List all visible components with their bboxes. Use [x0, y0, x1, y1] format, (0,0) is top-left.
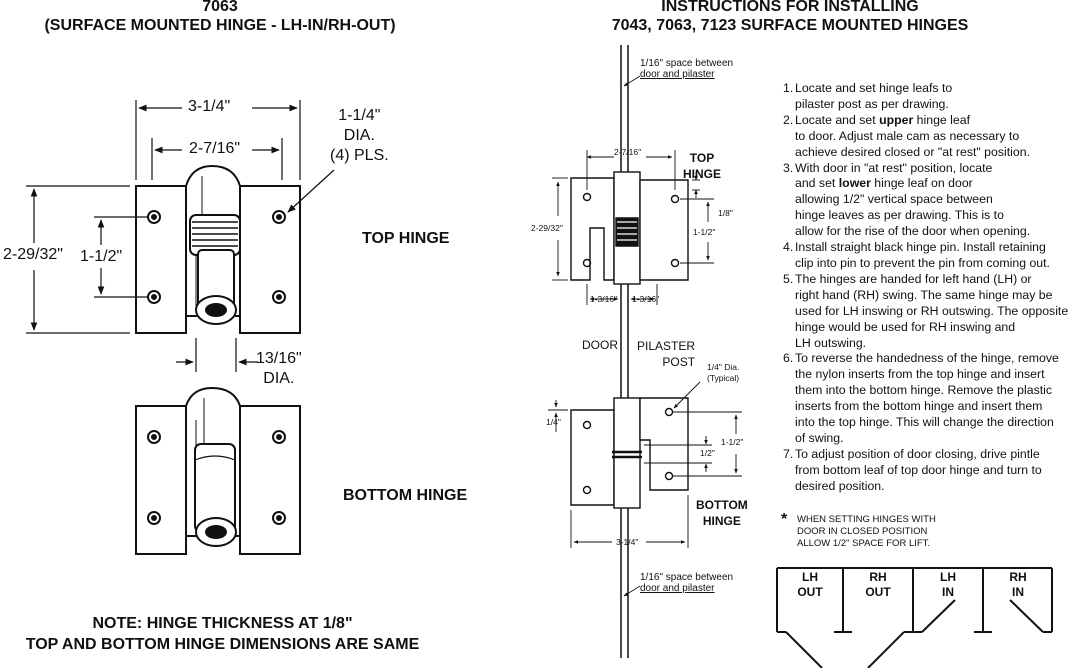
- right-title: INSTRUCTIONS FOR INSTALLING 7043, 7063, …: [560, 0, 1020, 35]
- center-top-label-1: TOP: [689, 151, 715, 165]
- dim-pin-dia-2: DIA.: [263, 370, 295, 387]
- gap-note-top-2: door and pilaster: [640, 69, 715, 80]
- pilaster-label-2: POST: [662, 355, 696, 369]
- pilaster-label-1: PILASTER: [637, 339, 696, 353]
- left-title: 7063 (SURFACE MOUNTED HINGE - LH-IN/RH-O…: [20, 0, 420, 35]
- center-top-hinge-label: TOP HINGE: [683, 150, 721, 182]
- right-title-line2: 7043, 7063, 7123 SURFACE MOUNTED HINGES: [611, 17, 969, 34]
- dim-1-4: 1/4": [546, 417, 561, 427]
- dim-pin-dia: 13/16" DIA.: [256, 349, 302, 389]
- dim-overall-width: 3-1/4": [188, 98, 231, 115]
- center-bottom-label-2: HINGE: [702, 514, 741, 528]
- instruction-step: 7.To adjust position of door closing, dr…: [783, 446, 1042, 493]
- center-top-label-2: HINGE: [683, 167, 722, 181]
- hole-dia-note: 1/4" Dia. (Typical): [707, 362, 739, 384]
- lift-note-star: *: [781, 511, 788, 528]
- instruction-step: 5.The hinges are handed for left hand (L…: [783, 271, 1069, 350]
- top-hinge-drawing: [135, 164, 301, 334]
- dim-1-3-16-a: 1-3/16": [590, 294, 618, 304]
- left-title-line2: (SURFACE MOUNTED HINGE - LH-IN/RH-OUT): [44, 17, 396, 34]
- thickness-note: NOTE: HINGE THICKNESS AT 1/8" TOP AND BO…: [0, 613, 445, 655]
- gap-note-bottom: 1/16" space between door and pilaster: [640, 572, 733, 594]
- door-label: DOOR: [582, 338, 618, 352]
- center-bottom-label-1: BOTTOM: [696, 498, 748, 512]
- dim-2-29-32: 2-29/32": [531, 223, 563, 233]
- dim-1-3-16-b: 1-3/16": [632, 294, 660, 304]
- dim-pin-dia-1: 13/16": [256, 350, 302, 367]
- dim-inner-width: 2-7/16": [189, 140, 241, 157]
- center-top-hinge: [570, 171, 689, 285]
- dim-hole-dia-1: 1-1/4": [338, 107, 381, 124]
- bottom-hinge-drawing: [135, 386, 301, 555]
- thickness-note-line1: NOTE: HINGE THICKNESS AT 1/8": [92, 615, 353, 632]
- center-dimension-lines: [548, 75, 742, 597]
- lift-note-3: ALLOW 1/2" SPACE FOR LIFT.: [797, 538, 931, 549]
- dim-1-2: 1/2": [700, 448, 715, 458]
- instruction-step: 4.Install straight black hinge pin. Inst…: [783, 240, 1050, 270]
- hole-dia-note-2: (Typical): [707, 373, 740, 383]
- dim-3-1-4: 3-1/4": [616, 537, 639, 547]
- dim-2-7-16: 2-7/16": [614, 147, 642, 157]
- gap-note-bottom-1: 1/16" space between: [640, 572, 734, 583]
- dim-hole-spacing: 1-1/2": [80, 248, 123, 265]
- center-bottom-hinge-label: BOTTOM HINGE: [696, 497, 748, 529]
- thickness-note-line2: TOP AND BOTTOM HINGE DIMENSIONS ARE SAME: [25, 636, 420, 653]
- bottom-hinge-label: BOTTOM HINGE: [343, 487, 468, 504]
- top-hinge-label: TOP HINGE: [362, 230, 450, 247]
- instruction-step: 3.With door in "at rest" position, locat…: [783, 160, 1031, 239]
- lift-note: WHEN SETTING HINGES WITH DOOR IN CLOSED …: [797, 514, 936, 550]
- dim-height: 2-29/32": [3, 246, 63, 263]
- pilaster-label: PILASTER POST: [637, 338, 695, 370]
- lift-note-2: DOOR IN CLOSED POSITION: [797, 526, 928, 537]
- gap-note-top: 1/16" space between door and pilaster: [640, 58, 733, 80]
- lift-note-1: WHEN SETTING HINGES WITH: [797, 514, 936, 525]
- dim-hole-dia-2: DIA.: [343, 127, 375, 144]
- left-dimension-lines: [26, 100, 335, 372]
- pilaster-lines: [620, 45, 629, 658]
- left-title-line1: 7063: [202, 0, 238, 15]
- dim-hole-dia-3: (4) PLS.: [330, 147, 389, 164]
- dim-1-1-2-bottom: 1-1/2": [721, 437, 744, 447]
- center-bottom-hinge: [570, 397, 689, 509]
- dim-1-8: 1/8": [718, 208, 733, 218]
- hole-dia-note-1: 1/4" Dia.: [707, 362, 740, 372]
- gap-note-bottom-2: door and pilaster: [640, 583, 715, 594]
- instruction-step: 6.To reverse the handedness of the hinge…: [783, 351, 1059, 445]
- dim-hole-dia: 1-1/4" DIA. (4) PLS.: [330, 106, 389, 166]
- dim-1-1-2-top: 1-1/2": [693, 227, 716, 237]
- gap-note-top-1: 1/16" space between: [640, 58, 734, 69]
- right-title-line1: INSTRUCTIONS FOR INSTALLING: [661, 0, 919, 15]
- handing-diagram: [776, 567, 1053, 668]
